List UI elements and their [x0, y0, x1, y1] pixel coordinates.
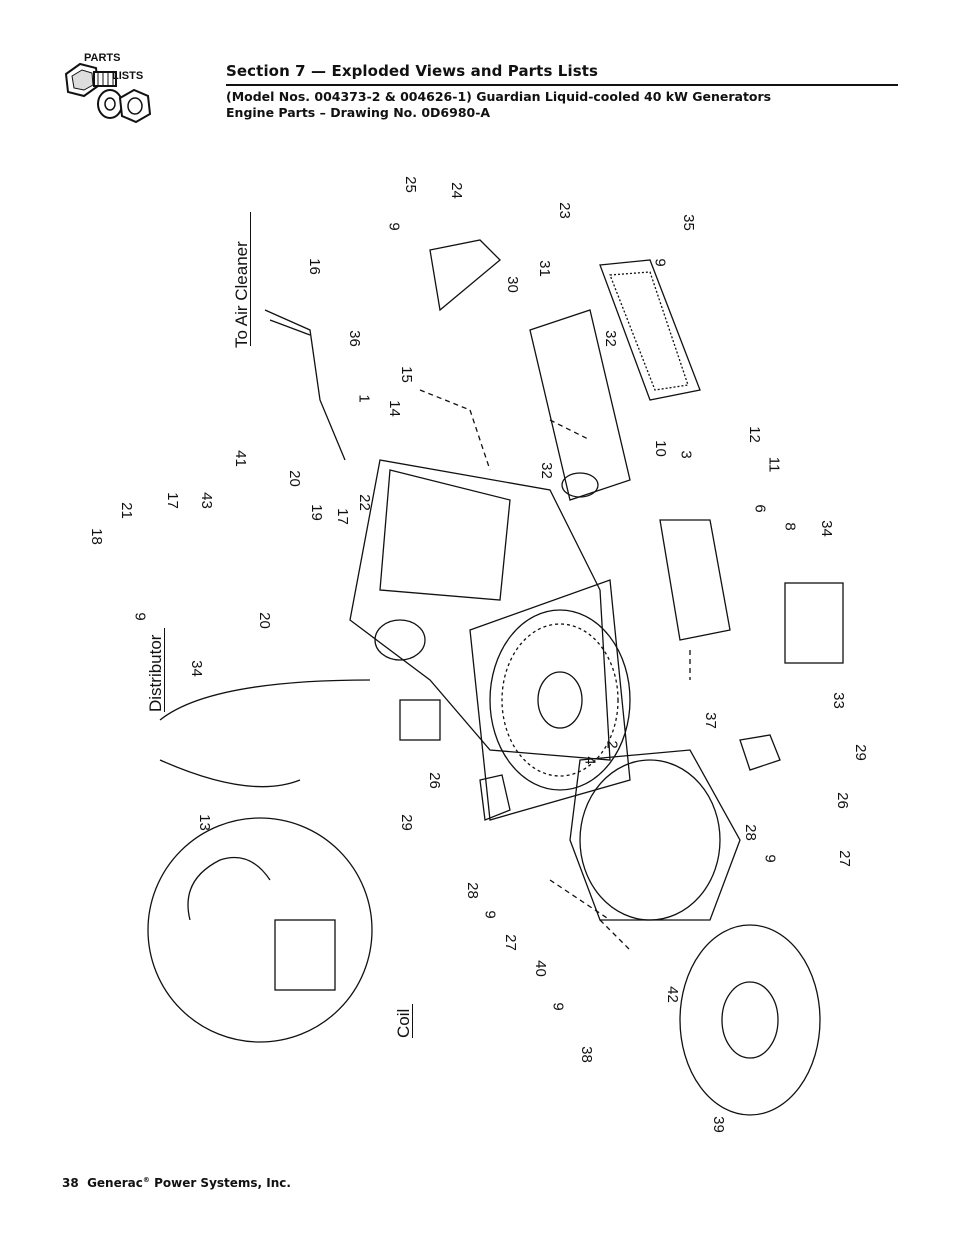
- callout-24: 24: [447, 182, 465, 199]
- registered-mark: ®: [142, 1176, 150, 1184]
- engine-adapter-outline: [469, 579, 631, 821]
- callout-4: 4: [581, 756, 599, 765]
- callout-35: 35: [679, 214, 697, 231]
- callout-33: 33: [829, 692, 847, 709]
- model-subtitle: (Model Nos. 004373-2 & 004626-1) Guardia…: [226, 89, 772, 104]
- page-footer: 38 Generac® Power Systems, Inc.: [62, 1176, 291, 1190]
- callout-23: 23: [555, 202, 573, 219]
- callout-34b: 34: [187, 660, 205, 677]
- drawing-subtitle: Engine Parts – Drawing No. 0D6980-A: [226, 105, 491, 120]
- flex-plate-outline: [679, 924, 821, 1116]
- callout-20b: 20: [255, 612, 273, 629]
- callout-38: 38: [577, 1046, 595, 1063]
- callout-27b: 27: [501, 934, 519, 951]
- callout-39: 39: [709, 1116, 727, 1133]
- bracket-24-outline: [429, 239, 501, 312]
- callout-29: 29: [851, 744, 869, 761]
- bracket-26-right: [739, 734, 781, 771]
- callout-15: 15: [397, 366, 415, 383]
- callout-14: 14: [385, 400, 403, 417]
- logo-text-parts: PARTS: [84, 52, 121, 64]
- bolt-nut-icon: [64, 62, 152, 124]
- header-rule: [226, 84, 898, 86]
- callout-43: 43: [197, 492, 215, 509]
- label-distributor: Distributor: [146, 634, 165, 712]
- callout-29b: 29: [397, 814, 415, 831]
- part-33-34-box: [784, 582, 844, 664]
- callout-32: 32: [601, 330, 619, 347]
- callout-9d: 9: [761, 854, 779, 863]
- coil-body-outline: [274, 919, 336, 991]
- callout-8: 8: [781, 522, 799, 531]
- callout-9: 9: [385, 222, 403, 231]
- callout-17: 17: [163, 492, 181, 509]
- underline-distributor: [164, 628, 165, 712]
- callout-6: 6: [751, 504, 769, 513]
- ignition-module-outline: [399, 699, 441, 741]
- footer-company: Generac: [87, 1176, 143, 1190]
- underline-coil: [412, 1004, 413, 1038]
- callout-9c: 9: [131, 612, 149, 621]
- radiator-grille-outline: [599, 259, 701, 401]
- callout-41: 41: [231, 450, 249, 467]
- page-number: 38: [62, 1176, 79, 1190]
- callout-22: 22: [355, 494, 373, 511]
- callout-28b: 28: [463, 882, 481, 899]
- starter-outline: [659, 519, 731, 641]
- air-tube-36: [264, 309, 346, 461]
- callout-18: 18: [87, 528, 105, 545]
- callout-2: 2: [603, 740, 621, 749]
- coil-inset-circle: [147, 817, 373, 1043]
- callout-12: 12: [745, 426, 763, 443]
- callout-40: 40: [531, 960, 549, 977]
- callout-20: 20: [285, 470, 303, 487]
- distributor-cap-outline: [374, 619, 426, 661]
- callout-36: 36: [345, 330, 363, 347]
- footer-company-suffix: Power Systems, Inc.: [154, 1176, 291, 1190]
- callout-3: 3: [677, 450, 695, 459]
- label-to-air-cleaner: To Air Cleaner: [232, 241, 251, 348]
- section-title: Section 7 — Exploded Views and Parts Lis…: [226, 62, 599, 80]
- underline-to-air-cleaner: [250, 212, 251, 346]
- label-coil: Coil: [394, 1008, 413, 1038]
- callout-13: 13: [195, 814, 213, 831]
- callout-25: 25: [401, 176, 419, 193]
- callout-31: 31: [535, 260, 553, 277]
- bracket-26-left: [479, 774, 511, 821]
- parts-lists-logo: PARTS LISTS: [58, 52, 158, 130]
- callout-9b: 9: [651, 258, 669, 267]
- callout-17b: 17: [333, 508, 351, 525]
- callout-10: 10: [651, 440, 669, 457]
- callout-26: 26: [833, 792, 851, 809]
- logo-text-lists: LISTS: [112, 70, 144, 82]
- callout-32b: 32: [537, 462, 555, 479]
- bell-housing-outline: [569, 749, 741, 921]
- intake-manifold-outline: [379, 469, 511, 601]
- flywheel-outline: [489, 609, 631, 791]
- exploded-view-drawing: [130, 160, 870, 1150]
- callout-28: 28: [741, 824, 759, 841]
- callout-9f: 9: [549, 1002, 567, 1011]
- callout-9e: 9: [481, 910, 499, 919]
- callout-27: 27: [835, 850, 853, 867]
- callout-21: 21: [117, 502, 135, 519]
- exhaust-manifold-outline: [529, 309, 631, 501]
- callout-26b: 26: [425, 772, 443, 789]
- callout-37: 37: [701, 712, 719, 729]
- coil-wire: [187, 856, 271, 921]
- callout-42: 42: [663, 986, 681, 1003]
- callout-16: 16: [305, 258, 323, 275]
- engine-block-outline: [349, 459, 611, 761]
- callout-19: 19: [307, 504, 325, 521]
- callout-11: 11: [765, 456, 783, 473]
- callout-30: 30: [503, 276, 521, 293]
- callout-1: 1: [355, 394, 373, 403]
- callout-34: 34: [817, 520, 835, 537]
